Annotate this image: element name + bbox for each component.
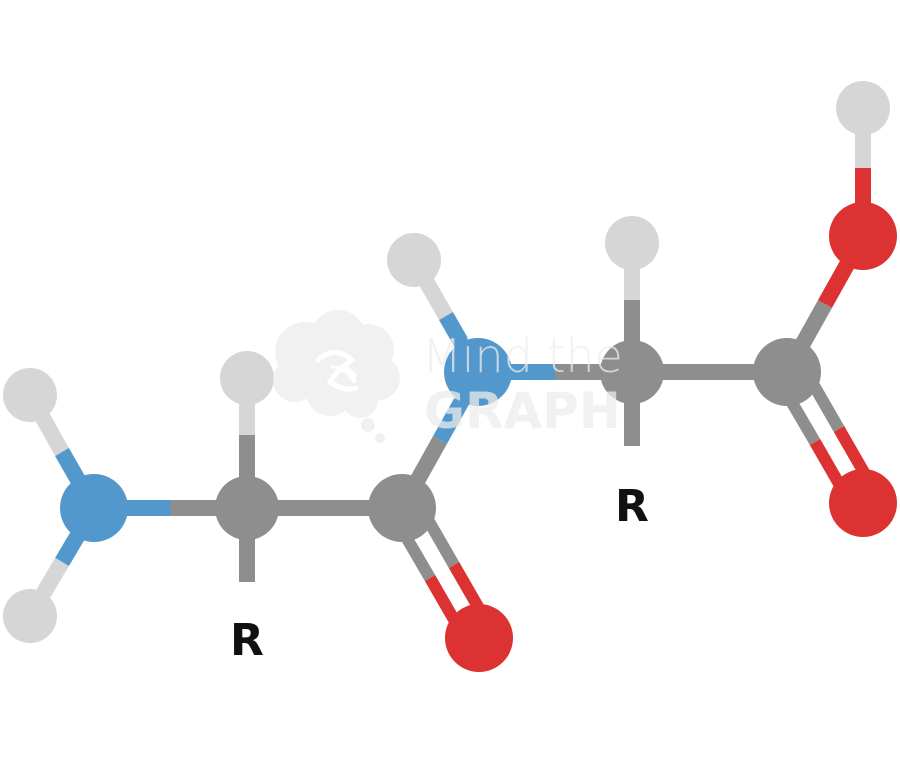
oxygen-atom-carbonyl-1: [445, 604, 513, 672]
oxygen-atom-carboxyl-double: [829, 469, 897, 537]
carbon-atom-alpha-1: [215, 476, 279, 540]
watermark: Mind the GRAPH: [273, 310, 623, 443]
watermark-line-2: GRAPH: [424, 382, 621, 440]
hydrogen-atom-ca1: [220, 351, 274, 405]
carbon-atom-alpha-2: [600, 340, 664, 404]
atoms: [3, 81, 897, 672]
brain-logo-icon: [273, 310, 400, 443]
carbon-atom-carboxyl: [753, 338, 821, 406]
hydrogen-atom-hydroxyl: [836, 81, 890, 135]
r-group-label-2: R: [615, 481, 649, 532]
oxygen-atom-hydroxyl: [829, 202, 897, 270]
hydrogen-atom-n1-lower: [3, 589, 57, 643]
nitrogen-atom-amino: [60, 474, 128, 542]
nitrogen-atom-peptide: [444, 338, 512, 406]
hydrogen-atom-n2: [387, 233, 441, 287]
carbon-atom-carbonyl-1: [368, 474, 436, 542]
r-group-label-1: R: [230, 615, 264, 666]
watermark-line-1: Mind the: [422, 329, 623, 383]
hydrogen-atom-n1-upper: [3, 368, 57, 422]
hydrogen-atom-ca2: [605, 216, 659, 270]
